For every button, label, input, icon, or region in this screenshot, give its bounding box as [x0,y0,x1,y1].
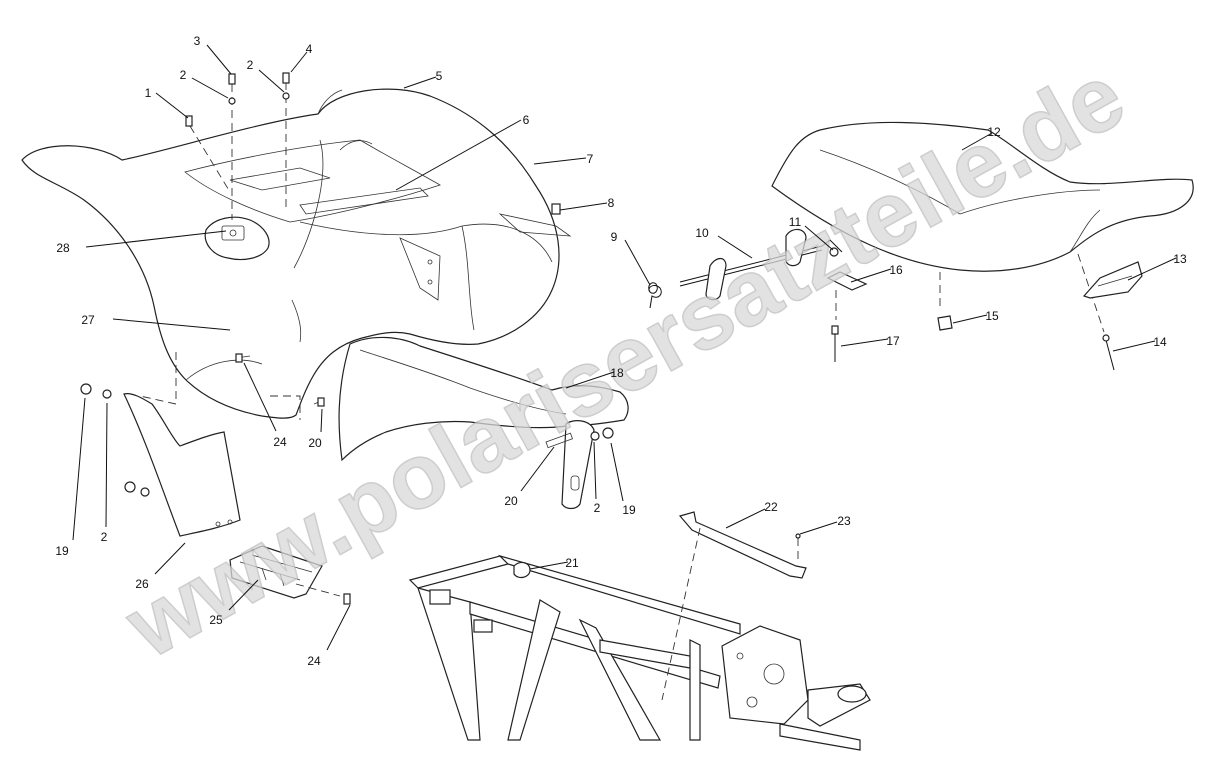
callout-c27: 27 [81,313,95,327]
washer-2a [228,97,236,105]
clip-8 [551,203,561,215]
leader-line-c17 [840,338,889,347]
callout-c19b: 19 [55,544,69,558]
heat-shield [229,545,351,605]
leader-line-c7 [533,157,587,165]
callout-c16: 16 [889,263,903,277]
leader-line-c15 [952,314,988,324]
leader-line-c3 [206,44,232,75]
callout-c22: 22 [764,500,778,514]
callout-c2c: 2 [594,501,601,515]
callout-c17: 17 [886,334,900,348]
leader-line-c19a [610,442,624,502]
leader-line-c25 [228,579,259,611]
leader-line-c13 [1127,257,1177,281]
leader-line-c20b [320,408,323,433]
leader-line-c11 [804,225,834,251]
leader-line-c8 [559,202,608,211]
callout-c7: 7 [587,152,594,166]
callout-c26: 26 [135,577,149,591]
leader-line-c2c [593,441,597,500]
chassis-frame [408,511,871,751]
leader-line-c26 [154,542,186,575]
leader-line-c1 [155,92,189,119]
callout-c11: 11 [789,215,802,229]
leader-line-c4 [290,51,308,73]
callout-c9: 9 [611,230,618,244]
leader-line-c16 [850,268,892,283]
washer-2b [282,92,290,100]
callout-c20b: 20 [308,436,322,450]
leader-line-c22 [725,508,766,529]
callout-c1: 1 [145,86,152,100]
callout-c14: 14 [1153,335,1167,349]
bolt-3 [228,73,236,85]
leader-line-c24b [326,604,351,651]
leader-line-c24a [243,362,277,432]
leader-line-c19b [72,397,86,541]
leader-line-c23 [799,521,838,535]
callout-c23: 23 [837,514,851,528]
fender-extension [338,336,629,510]
callout-c2a: 2 [180,68,187,82]
callout-c20a: 20 [504,494,518,508]
callout-c28: 28 [56,241,70,255]
callout-c21: 21 [565,556,579,570]
callout-c25: 25 [209,613,223,627]
rivet-1 [185,115,193,127]
callout-c12: 12 [987,125,1001,139]
leader-line-c12 [961,132,993,151]
callout-c13: 13 [1173,252,1187,266]
callout-c2b: 2 [247,58,254,72]
leader-line-c2a [191,77,229,99]
rear-fender [21,88,572,419]
leader-line-c28 [85,230,227,248]
callout-c24a: 24 [273,435,287,449]
leader-line-c2d [105,402,108,528]
callout-c18: 18 [610,366,624,380]
leader-line-c6 [395,119,522,191]
leader-line-c5 [403,76,437,89]
bolt-4 [282,72,290,84]
leader-line-c21 [529,561,569,570]
callout-c15: 15 [985,309,999,323]
leader-line-c9 [624,239,651,286]
callout-c6: 6 [523,113,530,127]
callout-c3: 3 [194,34,201,48]
leader-line-c10 [717,235,753,259]
seat [771,121,1194,371]
seat-latch [648,228,868,362]
leader-line-c18 [565,371,615,389]
callout-c10: 10 [695,226,709,240]
callout-c5: 5 [436,69,443,83]
mud-flap [80,352,325,537]
leader-line-c14 [1112,340,1156,352]
callout-c24b: 24 [307,654,321,668]
leader-line-c27 [112,318,231,331]
callout-c19a: 19 [622,503,636,517]
callout-c4: 4 [306,42,313,56]
leader-line-c2b [258,69,285,93]
callout-c8: 8 [608,196,615,210]
callout-c2d: 2 [101,530,108,544]
leader-line-c20a [520,446,555,492]
